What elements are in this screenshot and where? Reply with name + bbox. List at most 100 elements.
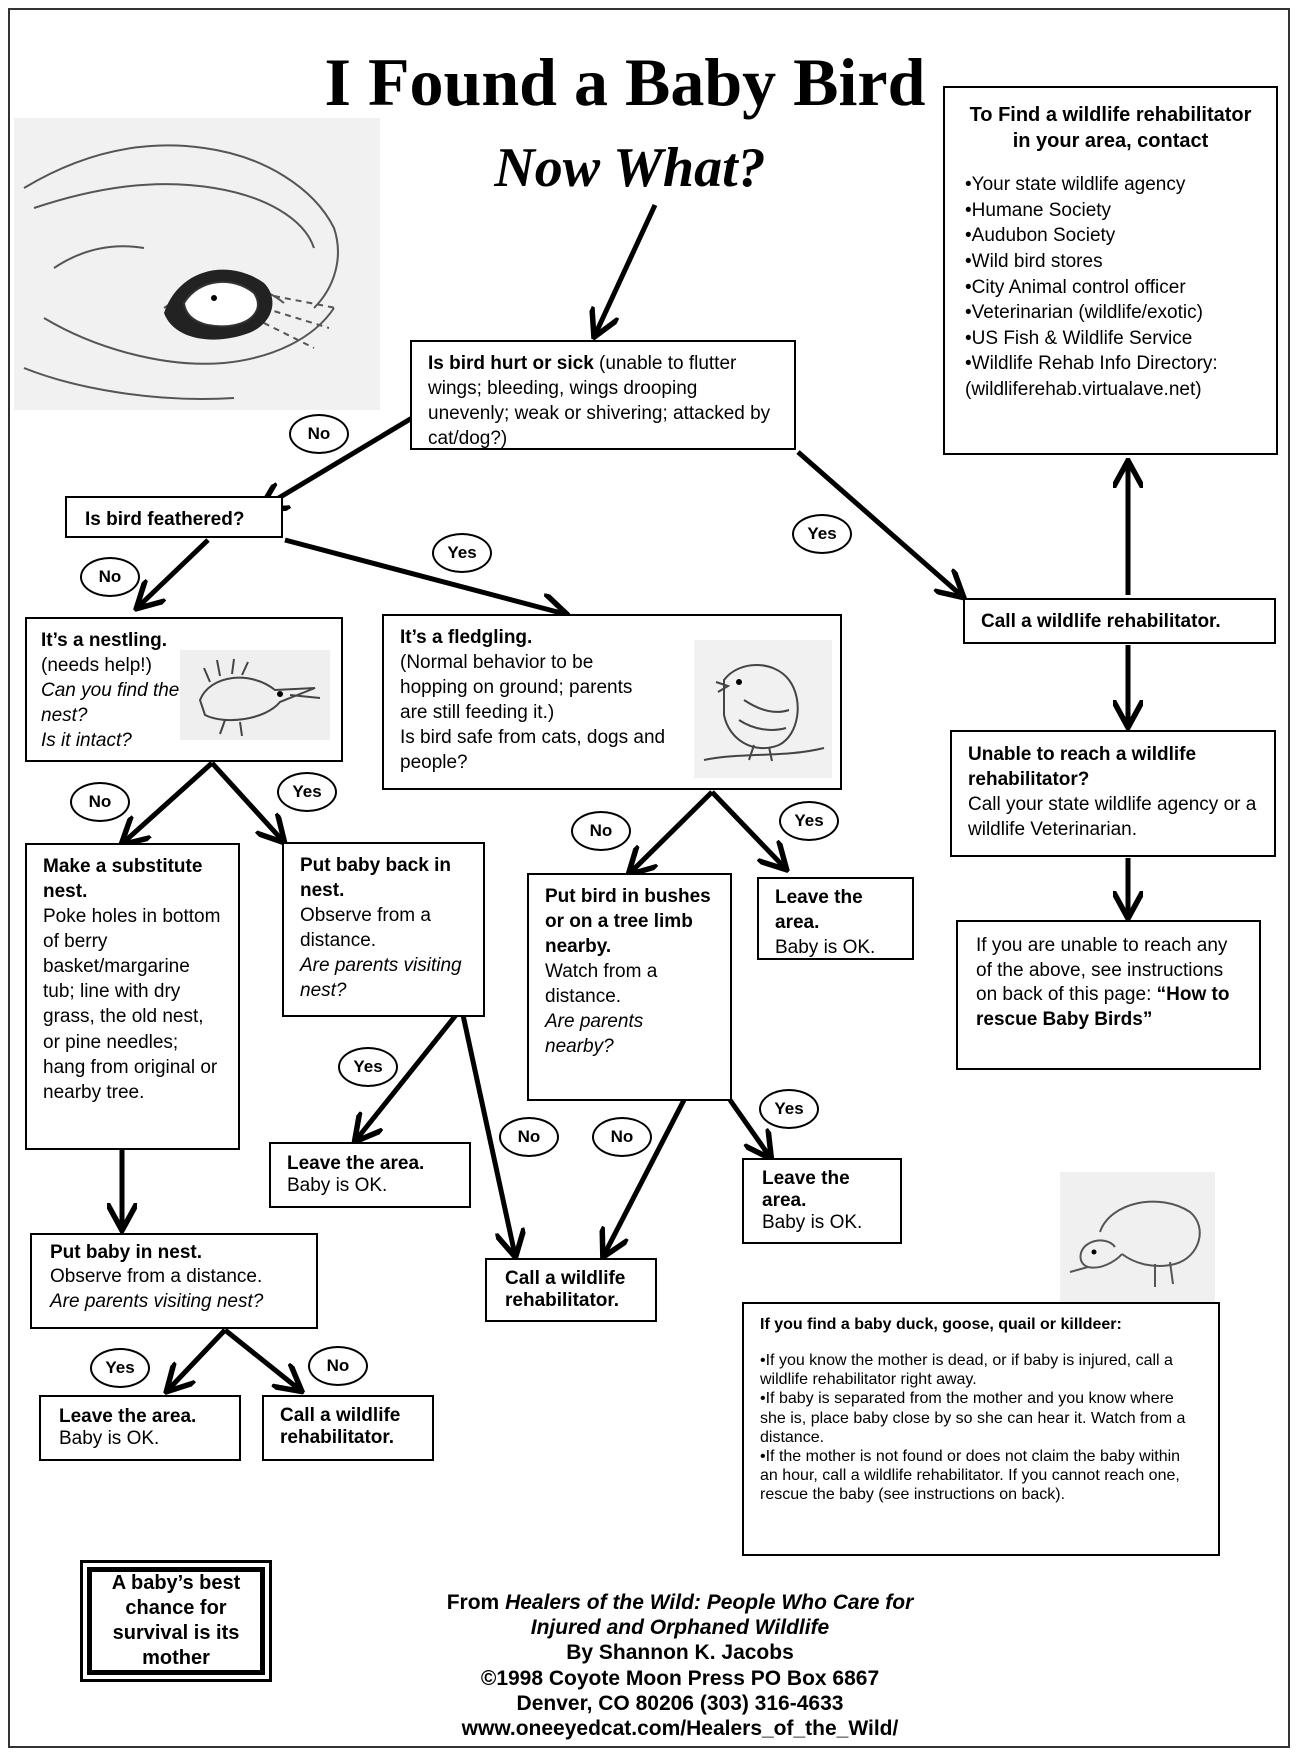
leave-title: Leave the area. <box>287 1153 425 1174</box>
yes-label: Yes <box>779 801 839 841</box>
find-contact-item: •US Fish & Wildlife Service <box>965 327 1193 349</box>
unable-any-text: If you are unable to reach any of the ab… <box>976 935 1228 1006</box>
nestling-note: (needs help!) <box>41 655 152 677</box>
arrow-title-to-hurt <box>595 203 658 335</box>
mother-callout: A baby’s best chance for survival is its… <box>80 1560 272 1682</box>
find-contact-item: •Humane Society <box>965 199 1112 221</box>
hurt-symptoms: (unable to flutter wings; bleeding, wing… <box>428 353 771 450</box>
duck-title: If you find a baby duck, goose, quail or… <box>760 1316 1122 1333</box>
arrow-feathered-yes <box>284 537 565 614</box>
leave-note: Baby is OK. <box>775 937 876 959</box>
find-rehabilitator-box: To Find a wildlife rehabilitator in your… <box>943 86 1278 455</box>
find-contact-item: •City Animal control officer <box>965 276 1186 298</box>
yes-label: Yes <box>90 1348 150 1388</box>
hands-holding-bird-illustration <box>14 118 380 410</box>
credit-source: From Healers of the Wild: People Who Car… <box>420 1590 940 1640</box>
arrow-feathered-no <box>138 538 210 607</box>
duck-advice-item: •If baby is separated from the mother an… <box>760 1390 1186 1446</box>
find-contact-item: •Your state wildlife agency <box>965 174 1186 195</box>
decision-feathered: Is bird feathered? <box>65 496 283 538</box>
find-contact-item: (wildliferehab.virtualave.net) <box>965 379 1202 401</box>
find-contact-list: •Your state wildlife agency •Humane Soci… <box>965 172 1256 403</box>
arrow-nestling-yes <box>210 761 283 841</box>
hurt-question: Is bird hurt or sick <box>428 353 594 374</box>
leave-note: Baby is OK. <box>287 1174 388 1196</box>
arrow-fledgling-no <box>630 790 714 873</box>
page-title: I Found a Baby Bird <box>324 44 926 120</box>
unable-title: Unable to reach a wildlife rehabilitator… <box>968 744 1197 791</box>
arrow-bushes-no <box>604 1098 687 1255</box>
put-back-question: Are parents visiting nest? <box>300 955 462 1002</box>
credit-from: From <box>446 1591 506 1614</box>
call-rehabilitator-right: Call a wildlife rehabilitator. <box>963 598 1276 644</box>
no-label: No <box>80 557 140 597</box>
bushes-question: Are parents nearby? <box>545 1011 644 1058</box>
put-in-nest-question: Are parents visiting nest? <box>50 1290 264 1312</box>
no-label: No <box>70 782 130 822</box>
unable-any-box: If you are unable to reach any of the ab… <box>956 920 1261 1070</box>
no-label: No <box>308 1346 368 1386</box>
duckling-illustration <box>1060 1172 1215 1302</box>
page-border <box>8 8 1290 1748</box>
arrow-hurt-yes <box>796 450 962 596</box>
call-rehabilitator-middle: Call a wildlife rehabilitator. <box>485 1258 657 1322</box>
credit-author: By Shannon K. Jacobs <box>566 1641 794 1665</box>
arrow-putback-no <box>460 1014 515 1255</box>
substitute-instructions: Poke holes in bottom of berry basket/mar… <box>43 906 221 1103</box>
nestling-question-intact: Is it intact? <box>41 730 132 752</box>
yes-label: Yes <box>338 1047 398 1087</box>
put-in-nest-box: Put baby in nest. Observe from a distanc… <box>30 1233 318 1329</box>
bushes-instruction: Watch from a distance. <box>545 961 658 1008</box>
fledgling-safety-question: Is bird safe from cats, dogs and people? <box>400 727 666 774</box>
arrow-nest-no <box>223 1328 300 1390</box>
leave-title: Leave the area. <box>762 1168 850 1211</box>
substitute-title: Make a substitute nest. <box>43 856 203 903</box>
book-title: Healers of the Wild: People Who Care for… <box>505 1591 914 1640</box>
duck-goose-box: If you find a baby duck, goose, quail or… <box>742 1302 1220 1556</box>
arrow-bushes-yes <box>727 1098 770 1157</box>
credit-address: Denver, CO 80206 (303) 316-4633 <box>516 1691 844 1715</box>
credit-website: www.oneeyedcat.com/Healers_of_the_Wild/ <box>461 1716 899 1740</box>
no-label: No <box>571 811 631 851</box>
decision-hurt-or-sick: Is bird hurt or sick (unable to flutter … <box>410 340 796 450</box>
leave-title: Leave the area. <box>59 1406 197 1427</box>
no-label: No <box>499 1117 559 1157</box>
fledgling-title: It’s a fledgling. <box>400 627 533 648</box>
leave-area-box-bushes: Leave the area. Baby is OK. <box>742 1158 902 1244</box>
arrow-nest-yes <box>168 1328 227 1390</box>
yes-label: Yes <box>759 1089 819 1129</box>
put-back-title: Put baby back in nest. <box>300 855 451 902</box>
fledgling-illustration <box>694 640 832 778</box>
put-back-box: Put baby back in nest. Observe from a di… <box>282 842 485 1017</box>
put-in-nest-title: Put baby in nest. <box>50 1242 203 1263</box>
leave-note: Baby is OK. <box>59 1427 160 1449</box>
credit-block: From Healers of the Wild: People Who Car… <box>420 1590 940 1741</box>
bushes-title: Put bird in bushes or on a tree limb nea… <box>545 886 711 958</box>
nestling-illustration <box>180 650 330 740</box>
leave-area-box-fledgling: Leave the area. Baby is OK. <box>757 877 914 960</box>
arrow-hurt-no <box>262 415 414 508</box>
unable-instruction: Call your state wildlife agency or a wil… <box>968 794 1257 841</box>
page-subtitle: Now What? <box>494 137 766 199</box>
yes-label: Yes <box>792 514 852 554</box>
fledgling-behavior: (Normal behavior to be hopping on ground… <box>400 652 633 724</box>
nestling-title: It’s a nestling. <box>41 630 167 651</box>
no-label: No <box>289 414 349 454</box>
substitute-nest-box: Make a substitute nest. Poke holes in bo… <box>25 843 240 1150</box>
credit-publisher: ©1998 Coyote Moon Press PO Box 6867 <box>480 1666 880 1690</box>
bushes-box: Put bird in bushes or on a tree limb nea… <box>527 873 732 1101</box>
put-back-instruction: Observe from a distance. <box>300 905 431 952</box>
arrow-fledgling-yes <box>710 790 785 868</box>
yes-label: Yes <box>277 772 337 812</box>
duck-advice-item: •If the mother is not found or does not … <box>760 1448 1181 1504</box>
find-contact-item: •Veterinarian (wildlife/exotic) <box>965 302 1203 324</box>
unable-to-reach-box: Unable to reach a wildlife rehabilitator… <box>950 730 1276 857</box>
nestling-question-find: Can you find the nest? <box>41 680 180 727</box>
put-in-nest-instruction: Observe from a distance. <box>50 1266 263 1288</box>
mother-callout-text: A baby’s best chance for survival is its… <box>87 1567 265 1675</box>
duck-advice-item: •If you know the mother is dead, or if b… <box>760 1352 1173 1389</box>
find-title: To Find a wildlife rehabilitator in your… <box>969 104 1252 152</box>
yes-label: Yes <box>432 533 492 573</box>
